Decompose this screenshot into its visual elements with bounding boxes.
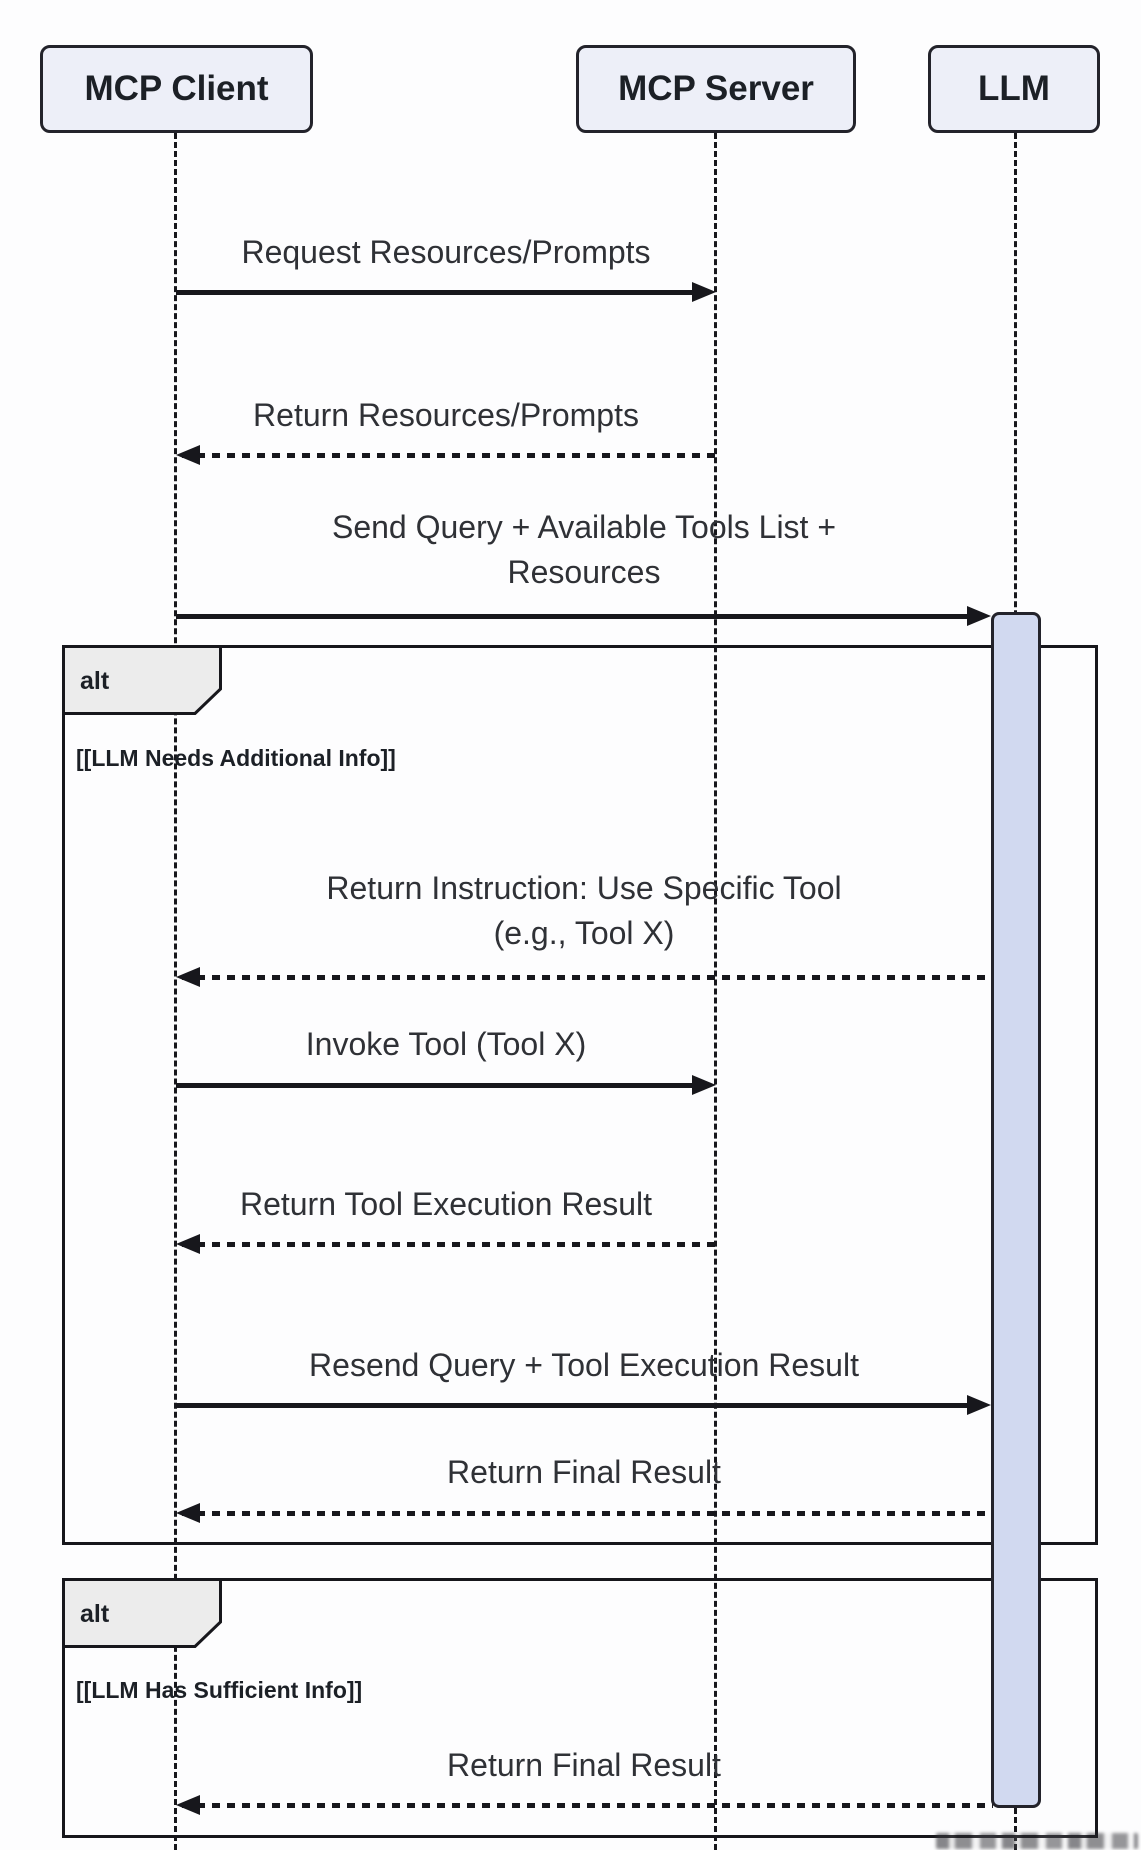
message-label-return-resources: Return Resources/Prompts (253, 397, 639, 433)
message-label-return-final-2: Return Final Result (447, 1747, 721, 1783)
alt-condition-needs-info: [[LLM Needs Additional Info]] (76, 745, 396, 771)
alt-frame-sufficient-info (62, 1578, 1098, 1838)
message-arrow-return-tool-result (182, 1242, 716, 1247)
actor-mcp-server: MCP Server (576, 45, 856, 133)
message-arrow-resend-query (176, 1403, 969, 1408)
actor-mcp-client: MCP Client (40, 45, 313, 133)
message-arrow-return-instruction (182, 975, 991, 980)
alt-frame-label: alt (80, 667, 110, 695)
message-arrow-return-final-1 (182, 1511, 991, 1516)
arrowhead-icon (967, 1395, 991, 1415)
alt-condition-sufficient-info: [[LLM Has Sufficient Info]] (76, 1677, 363, 1703)
lifeline-mcp-server (714, 133, 717, 1850)
arrowhead-icon (176, 1234, 200, 1254)
lifeline-mcp-client (174, 133, 177, 1850)
arrowhead-icon (176, 967, 200, 987)
message-label-invoke-tool: Invoke Tool (Tool X) (305, 1026, 587, 1062)
message-label-return-instruction: Return Instruction: Use Specific Tool (e… (326, 870, 842, 951)
alt-frame-label-shape (62, 645, 222, 715)
message-arrow-send-query (176, 614, 969, 619)
message-label-return-tool-result: Return Tool Execution Result (239, 1186, 653, 1222)
alt-frame-needs-info (62, 645, 1098, 1545)
message-arrow-request-resources (176, 290, 694, 295)
actor-mcp-client-label: MCP Client (84, 69, 269, 108)
arrowhead-icon (176, 1503, 200, 1523)
message-label-resend-query: Resend Query + Tool Execution Result (309, 1347, 859, 1383)
arrowhead-icon (967, 606, 991, 626)
message-arrow-return-final-2 (182, 1803, 993, 1808)
actor-llm: LLM (928, 45, 1100, 133)
arrowhead-icon (176, 445, 200, 465)
message-label-return-final-1: Return Final Result (447, 1454, 721, 1490)
actor-mcp-server-label: MCP Server (618, 69, 814, 108)
arrowhead-icon (692, 1075, 716, 1095)
alt-frame-label: alt (80, 1600, 110, 1628)
message-arrow-return-resources (182, 453, 716, 458)
activation-bar-llm (991, 612, 1041, 1808)
message-label-request-resources: Request Resources/Prompts (241, 234, 651, 270)
alt-frame-label-shape (62, 1578, 222, 1648)
arrowhead-icon (176, 1795, 200, 1815)
watermark-smudge (936, 1833, 1138, 1849)
message-arrow-invoke-tool (176, 1083, 694, 1088)
message-label-send-query: Send Query + Available Tools List + Reso… (331, 509, 837, 590)
arrowhead-icon (692, 282, 716, 302)
actor-llm-label: LLM (978, 69, 1050, 108)
